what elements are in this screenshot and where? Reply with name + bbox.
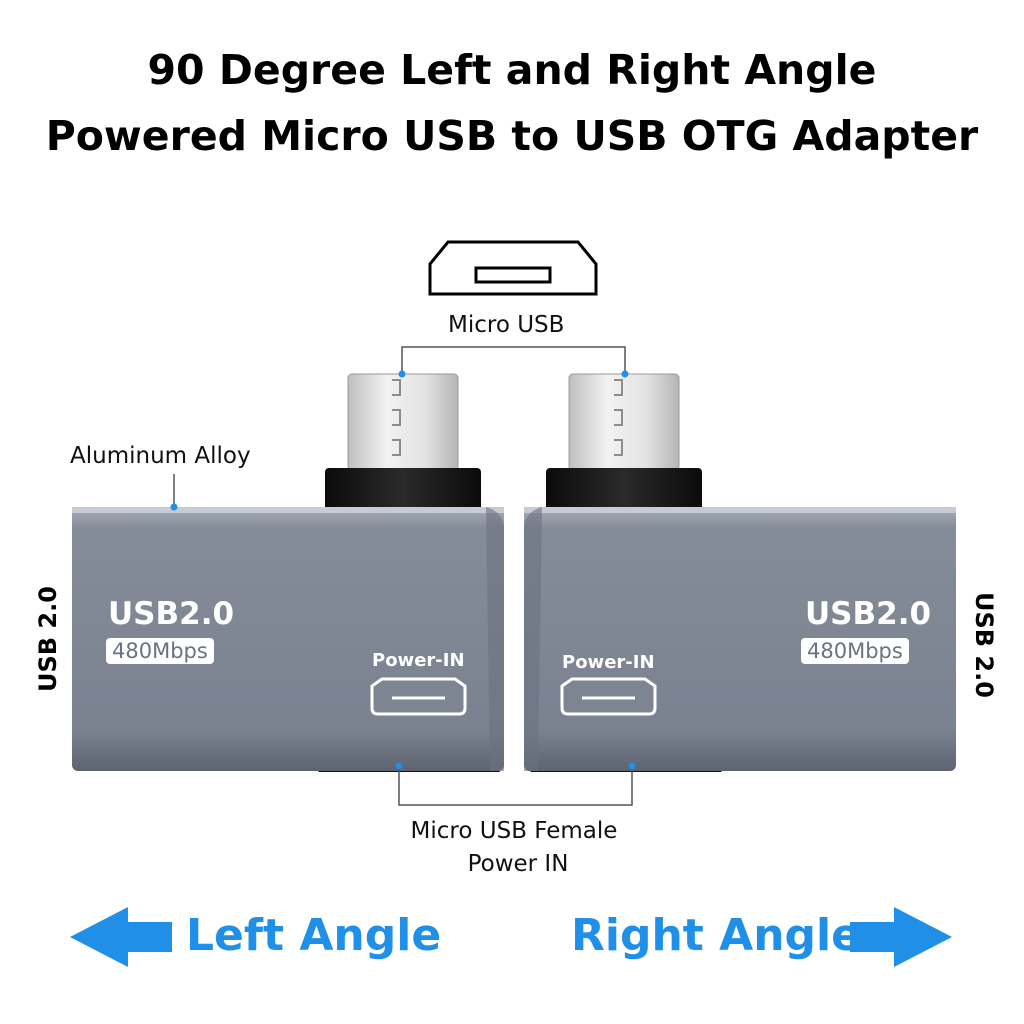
micro-usb-port-icon xyxy=(428,240,598,296)
right-speed-badge: 480Mbps xyxy=(801,638,909,664)
right-power-in-label: Power-IN xyxy=(562,652,655,673)
micro-usb-callout-line xyxy=(401,346,626,372)
female-power-label-line-2: Power IN xyxy=(467,851,569,877)
headline-line-2: Powered Micro USB to USB OTG Adapter xyxy=(45,112,979,160)
headline-line-1: 90 Degree Left and Right Angle xyxy=(147,46,877,94)
left-angle-label: Left Angle xyxy=(186,910,442,961)
left-adapter-body xyxy=(72,507,504,772)
right-micro-usb-plug xyxy=(546,373,702,512)
female-power-label-line-1: Micro USB Female xyxy=(410,818,618,844)
right-side-usb-label: USB 2.0 xyxy=(970,592,998,698)
left-speed-badge: 480Mbps xyxy=(106,638,214,664)
right-angle-label: Right Angle xyxy=(571,910,861,961)
micro-usb-label: Micro USB xyxy=(448,312,565,338)
callout-markers xyxy=(170,370,636,806)
left-usb-version-label: USB2.0 xyxy=(108,596,235,632)
left-power-in-label: Power-IN xyxy=(372,650,465,671)
left-side-usb-label: USB 2.0 xyxy=(34,586,62,692)
right-adapter-body xyxy=(524,507,956,772)
right-arrow-icon xyxy=(850,907,952,967)
left-arrow-icon xyxy=(70,907,172,967)
aluminum-alloy-label: Aluminum Alloy xyxy=(70,443,251,469)
right-usb-version-label: USB2.0 xyxy=(805,596,932,632)
left-micro-usb-plug xyxy=(325,373,481,512)
